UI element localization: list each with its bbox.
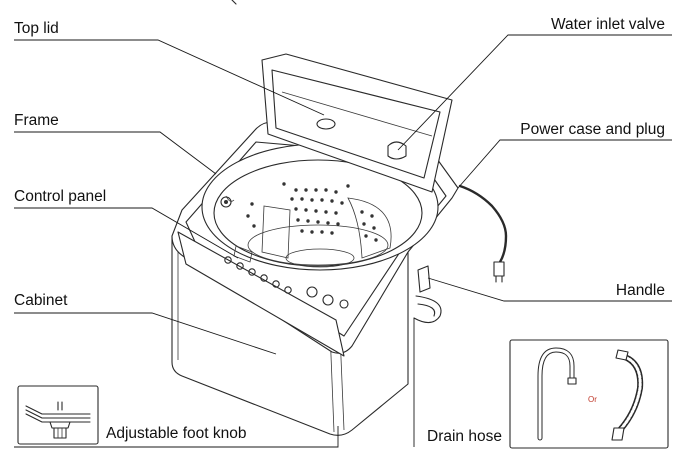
label-frame: Frame [14, 112, 59, 129]
drain-hose-inset: Or [509, 339, 669, 449]
washing-machine-illustration [171, 53, 508, 436]
label-adjustable-foot-knob: Adjustable foot knob [106, 425, 246, 442]
label-water-inlet-valve: Water inlet valve [551, 16, 665, 33]
side-handle [417, 265, 431, 293]
control-panel [177, 231, 349, 357]
foot-knob-inset [17, 385, 99, 445]
label-drain-hose: Drain hose [427, 428, 502, 445]
drum-holes [246, 182, 378, 242]
leader-lines [14, 34, 672, 448]
cropped-heading-fragment [231, 0, 237, 5]
label-handle: Handle [616, 282, 665, 299]
foot-knob-icon [25, 401, 91, 439]
label-top-lid: Top lid [14, 20, 59, 37]
drain-hose-smooth-icon [537, 347, 577, 441]
side-drain-hose [413, 295, 442, 324]
top-lid [261, 53, 453, 193]
label-power-case-and-plug: Power case and plug [520, 121, 665, 138]
drain-hose-ribbed-icon [611, 349, 644, 441]
power-cord [458, 184, 508, 283]
label-cabinet: Cabinet [14, 292, 68, 309]
label-control-panel: Control panel [14, 188, 106, 205]
or-text: Or [588, 395, 597, 404]
